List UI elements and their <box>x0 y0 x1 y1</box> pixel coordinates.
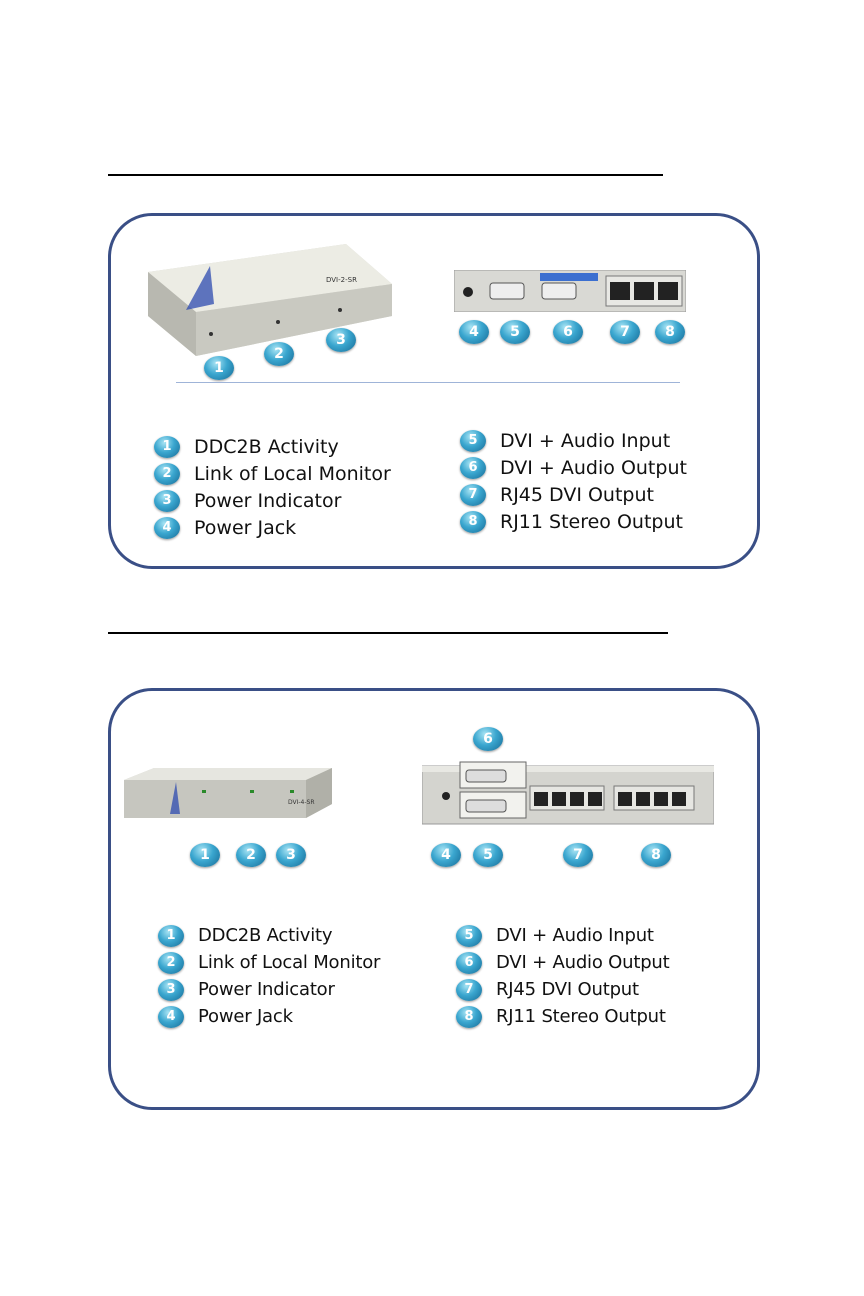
callout-4: 4 <box>431 843 461 867</box>
callout-2: 2 <box>236 843 266 867</box>
legend-number: 5 <box>456 924 482 947</box>
device-label-1: DVI-2-SR <box>326 276 357 284</box>
legend-right-1: 5 DVI + Audio Input 6 DVI + Audio Output 7… <box>460 427 687 535</box>
legend-text: RJ45 DVI Output <box>496 979 639 1000</box>
callout-1: 1 <box>204 356 234 380</box>
legend-text: DVI + Audio Input <box>500 429 671 452</box>
legend-text: Link of Local Monitor <box>198 952 381 973</box>
legend-text: DVI + Audio Output <box>500 456 687 479</box>
legend-number: 1 <box>158 924 184 947</box>
legend-item: 8 RJ11 Stereo Output <box>460 508 687 535</box>
legend-text: Power Indicator <box>194 489 342 512</box>
legend-item: 5 DVI + Audio Input <box>460 427 687 454</box>
legend-text: DDC2B Activity <box>198 925 333 946</box>
legend-text: DDC2B Activity <box>194 435 339 458</box>
device-front-image-1: DVI-2-SR <box>148 244 392 356</box>
legend-item: 2 Link of Local Monitor <box>154 460 391 487</box>
callout-8: 8 <box>655 320 685 344</box>
callout-6: 6 <box>553 320 583 344</box>
callout-3: 3 <box>276 843 306 867</box>
legend-text: Link of Local Monitor <box>194 462 391 485</box>
legend-right-2: 5 DVI + Audio Input 6 DVI + Audio Output 7… <box>456 922 670 1030</box>
legend-item: 4 Power Jack <box>158 1003 380 1030</box>
legend-text: Power Indicator <box>198 979 335 1000</box>
legend-left-2: 1 DDC2B Activity 2 Link of Local Monitor 3… <box>158 922 380 1030</box>
callout-5: 5 <box>500 320 530 344</box>
legend-item: 7 RJ45 DVI Output <box>456 976 670 1003</box>
section-2-heading-rule <box>108 632 668 634</box>
callout-5: 5 <box>473 843 503 867</box>
device-front-image-2: DVI-4-SR <box>124 768 332 818</box>
callout-1: 1 <box>190 843 220 867</box>
legend-number: 8 <box>456 1005 482 1028</box>
legend-number: 7 <box>460 483 486 506</box>
device-label-2: DVI-4-SR <box>288 799 315 806</box>
legend-text: RJ11 Stereo Output <box>496 1006 666 1027</box>
callout-2: 2 <box>264 342 294 366</box>
legend-item: 2 Link of Local Monitor <box>158 949 380 976</box>
device-rear-image-1 <box>454 270 686 312</box>
panel-1-divider <box>176 382 680 383</box>
callout-3: 3 <box>326 328 356 352</box>
legend-number: 3 <box>158 978 184 1001</box>
legend-text: DVI + Audio Input <box>496 925 654 946</box>
legend-number: 6 <box>456 951 482 974</box>
callout-7: 7 <box>563 843 593 867</box>
legend-item: 4 Power Jack <box>154 514 391 541</box>
legend-text: DVI + Audio Output <box>496 952 670 973</box>
legend-number: 3 <box>154 489 180 512</box>
legend-item: 1 DDC2B Activity <box>158 922 380 949</box>
panel-4-port-model <box>108 688 760 1110</box>
legend-number: 1 <box>154 435 180 458</box>
legend-text: RJ11 Stereo Output <box>500 510 683 533</box>
legend-left-1: 1 DDC2B Activity 2 Link of Local Monitor 3… <box>154 433 391 541</box>
legend-number: 2 <box>158 951 184 974</box>
callout-6: 6 <box>473 727 503 751</box>
device-rear-image-2 <box>422 761 714 825</box>
legend-number: 6 <box>460 456 486 479</box>
legend-text: Power Jack <box>194 516 297 539</box>
legend-number: 7 <box>456 978 482 1001</box>
legend-item: 3 Power Indicator <box>154 487 391 514</box>
callout-7: 7 <box>610 320 640 344</box>
legend-item: 3 Power Indicator <box>158 976 380 1003</box>
section-1-heading-rule <box>108 174 663 176</box>
legend-number: 8 <box>460 510 486 533</box>
callout-4: 4 <box>459 320 489 344</box>
legend-number: 2 <box>154 462 180 485</box>
legend-item: 7 RJ45 DVI Output <box>460 481 687 508</box>
legend-item: 5 DVI + Audio Input <box>456 922 670 949</box>
legend-text: RJ45 DVI Output <box>500 483 654 506</box>
legend-item: 8 RJ11 Stereo Output <box>456 1003 670 1030</box>
callout-8: 8 <box>641 843 671 867</box>
legend-number: 4 <box>158 1005 184 1028</box>
legend-number: 4 <box>154 516 180 539</box>
legend-item: 6 DVI + Audio Output <box>460 454 687 481</box>
legend-item: 1 DDC2B Activity <box>154 433 391 460</box>
legend-item: 6 DVI + Audio Output <box>456 949 670 976</box>
legend-text: Power Jack <box>198 1006 293 1027</box>
legend-number: 5 <box>460 429 486 452</box>
